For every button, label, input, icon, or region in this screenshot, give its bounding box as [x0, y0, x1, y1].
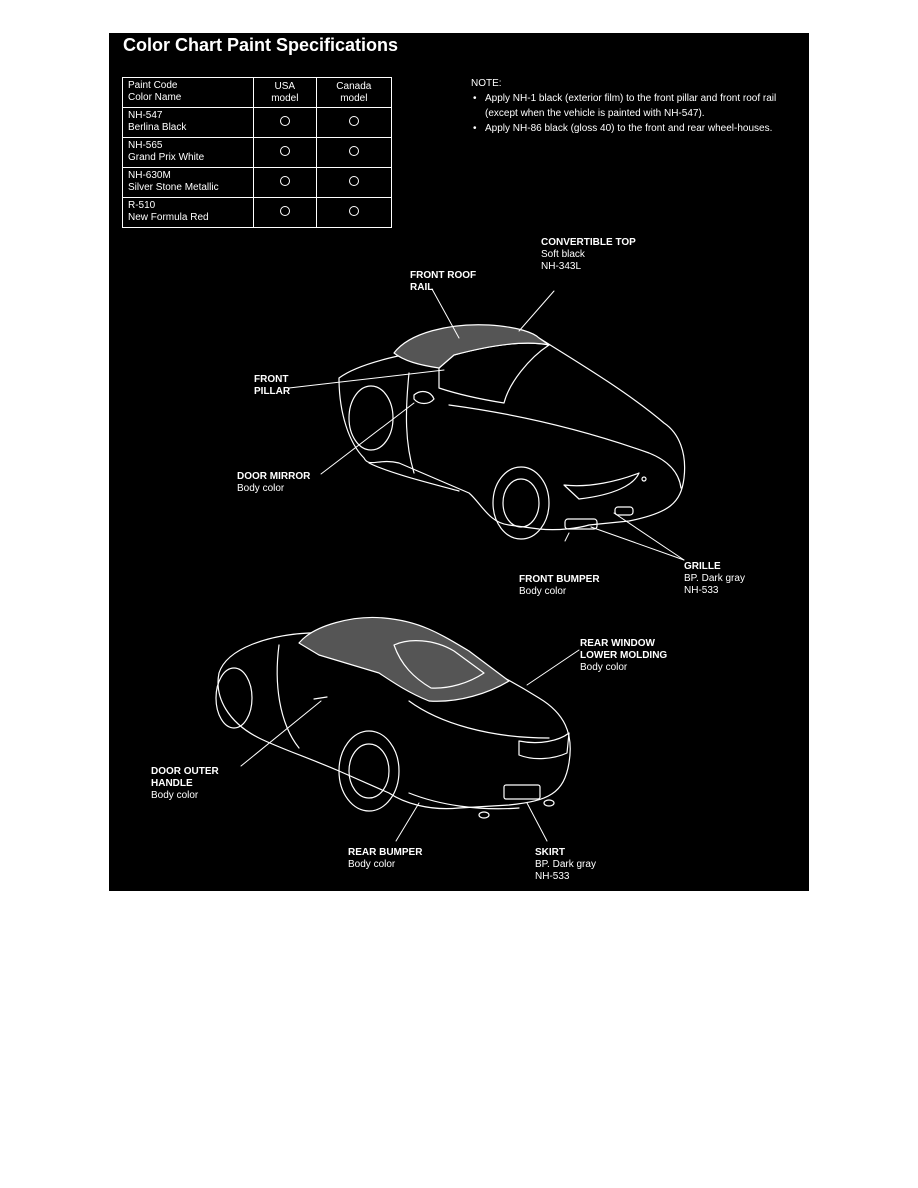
note-block: NOTE: Apply NH-1 black (exterior film) t…: [471, 76, 801, 136]
grille-shape: [564, 518, 598, 530]
available-circle-icon: [279, 115, 290, 126]
available-circle-icon: [348, 115, 359, 126]
note-list: Apply NH-1 black (exterior film) to the …: [471, 91, 801, 136]
note-item: Apply NH-86 black (gloss 40) to the fron…: [471, 121, 801, 136]
license-plate-area: [503, 784, 541, 800]
available-circle-icon: [348, 145, 359, 156]
paint-cell: NH-565 Grand Prix White: [122, 137, 254, 168]
note-item: Apply NH-1 black (exterior film) to the …: [471, 91, 801, 121]
callout-front-roof-rail: FRONT ROOF RAIL: [410, 270, 477, 293]
diagram-panel: Color Chart Paint Specifications Paint C…: [109, 33, 809, 891]
front-wheel: [492, 466, 550, 540]
callout-front-pillar: FRONT PILLAR: [254, 374, 291, 397]
callout-door-mirror: DOOR MIRROR Body color: [237, 471, 311, 494]
rear-car-drawing: [215, 616, 571, 819]
paint-spec-table: Paint Code Color Name USA model Canada m…: [122, 77, 393, 228]
callout-front-bumper: FRONT BUMPER Body color: [519, 574, 600, 597]
front-car-drawing: [338, 324, 686, 540]
available-circle-icon: [279, 175, 290, 186]
paint-cell: R-510 New Formula Red: [122, 197, 254, 228]
rear-window-shape: [393, 640, 485, 689]
header-paint-code: Paint Code Color Name: [122, 77, 254, 108]
door-mirror-shape: [413, 390, 435, 405]
available-circle-icon: [348, 175, 359, 186]
leader-lines: [240, 288, 685, 842]
table-row: R-510 New Formula Red: [122, 197, 393, 228]
convertible-top-shape: [393, 324, 550, 369]
callout-rear-bumper: REAR BUMPER Body color: [348, 847, 423, 870]
callout-grille: GRILLE BP. Dark gray NH-533: [684, 561, 745, 596]
table-row: NH-630M Silver Stone Metallic: [122, 167, 393, 198]
rear-wheel: [338, 730, 400, 812]
rear-convertible-top-shape: [298, 616, 510, 702]
car-illustration: [215, 288, 686, 842]
page-title: Color Chart Paint Specifications: [123, 35, 399, 55]
front-car-body: [338, 337, 686, 531]
callout-door-outer-handle: DOOR OUTER HANDLE Body color: [151, 766, 219, 801]
callout-convertible-top: CONVERTIBLE TOP Soft black NH-343L: [541, 237, 636, 272]
available-circle-icon: [279, 145, 290, 156]
callout-skirt: SKIRT BP. Dark gray NH-533: [535, 847, 596, 882]
callout-rear-window-lower-molding: REAR WINDOW LOWER MOLDING Body color: [580, 638, 668, 673]
paint-cell: NH-630M Silver Stone Metallic: [122, 167, 254, 198]
note-heading: NOTE:: [471, 78, 502, 89]
available-circle-icon: [279, 205, 290, 216]
available-circle-icon: [348, 205, 359, 216]
header-usa-model: USA model: [253, 77, 317, 108]
